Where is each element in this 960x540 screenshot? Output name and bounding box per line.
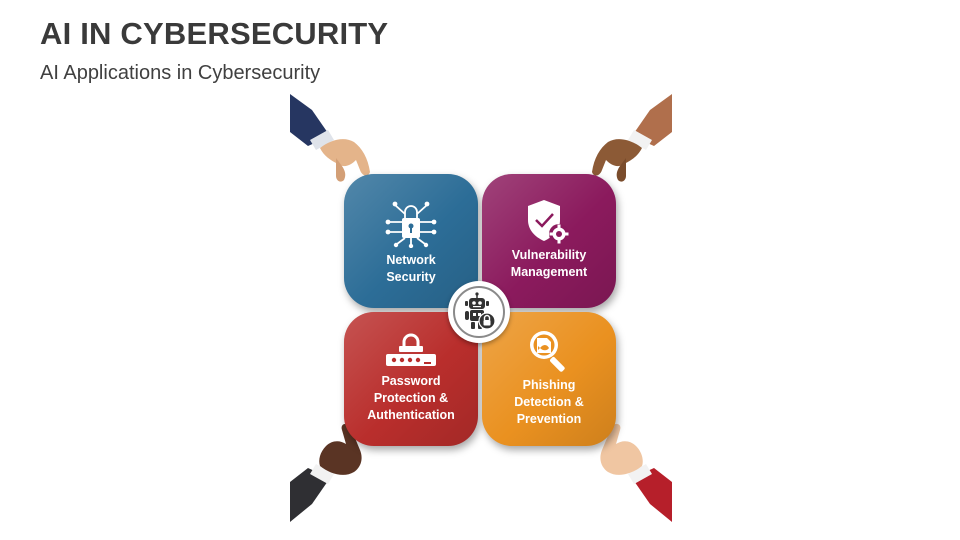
network-security-tile: Network Security xyxy=(344,174,478,308)
vulnerability-management-tile: Vulnerability Management xyxy=(482,174,616,308)
slide-title: AI IN CYBERSECURITY xyxy=(40,16,389,51)
bottom-right-hand-icon xyxy=(600,423,672,522)
top-left-hand-icon xyxy=(290,94,370,182)
phishing-detection-tile: Phishing Detection & Prevention xyxy=(482,312,616,446)
shield-check-gear-icon xyxy=(528,200,569,244)
top-right-hand-icon xyxy=(592,94,672,182)
password-lock-icon xyxy=(386,333,436,366)
slide-subtitle: AI Applications in Cybersecurity xyxy=(40,62,321,84)
phishing-detection-label: Phishing Detection & Prevention xyxy=(514,378,584,426)
bottom-left-hand-icon xyxy=(290,423,362,522)
network-lock-icon xyxy=(385,201,437,248)
password-protection-tile: Password Protection & Authentication xyxy=(344,312,478,446)
center-hub xyxy=(448,281,510,343)
robot-lock-icon xyxy=(465,292,496,330)
phishing-magnifier-icon xyxy=(530,331,565,372)
vulnerability-management-label: Vulnerability Management xyxy=(510,248,588,279)
network-security-label: Network Security xyxy=(386,253,436,284)
password-protection-label: Password Protection & Authentication xyxy=(367,374,455,422)
